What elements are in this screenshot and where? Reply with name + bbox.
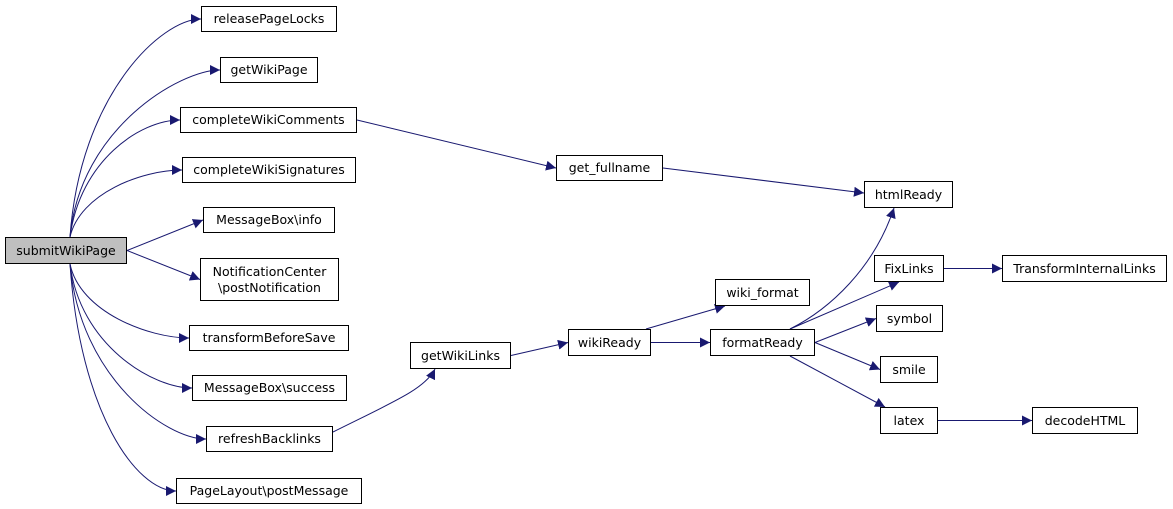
node-label: TransformInternalLinks [1013,260,1156,276]
node-wiki-ready[interactable]: wikiReady [568,329,651,356]
edge-submit-wiki-page-to-complete-wiki-signatures [69,165,183,238]
node-get-wiki-links[interactable]: getWikiLinks [410,342,511,369]
edge-submit-wiki-page-to-complete-wiki-comments [69,115,181,238]
edge-submit-wiki-page-to-refresh-backlinks [69,263,207,444]
node-label: latex [893,412,925,428]
node-label: releasePageLocks [213,11,325,26]
edge-refresh-backlinks-to-get-wiki-links [332,368,436,433]
node-wiki-format[interactable]: wiki_format [715,279,810,306]
edge-submit-wiki-page-to-get-wiki-page [69,65,221,238]
node-label: decodeHTML [1044,412,1126,428]
node-refresh-backlinks[interactable]: refreshBacklinks [206,426,333,452]
node-message-box-success[interactable]: MessageBox\success [192,375,347,401]
node-notification-center[interactable]: NotificationCenter \postNotification [200,258,339,301]
edge-get-wiki-links-to-wiki-ready [510,339,569,356]
node-transform-internal-links[interactable]: TransformInternalLinks [1002,255,1167,282]
node-transform-before-save[interactable]: transformBeforeSave [189,325,349,351]
node-label: symbol [886,310,933,326]
node-symbol[interactable]: symbol [876,305,943,332]
node-get-wiki-page[interactable]: getWikiPage [220,57,318,83]
node-latex[interactable]: latex [880,407,938,434]
node-label: completeWikiSignatures [193,162,345,177]
edge-submit-wiki-page-to-notification-center [126,250,201,281]
edge-submit-wiki-page-to-message-box-info [126,219,204,251]
edge-submit-wiki-page-to-transform-before-save [69,263,190,343]
edge-wiki-ready-to-wiki-format [645,303,726,330]
edge-get-fullname-to-html-ready [662,167,865,197]
node-label: PageLayout\postMessage [189,483,349,498]
node-html-ready[interactable]: htmlReady [864,181,953,208]
node-message-box-info[interactable]: MessageBox\info [203,207,335,233]
node-get-fullname[interactable]: get_fullname [556,155,663,181]
node-format-ready[interactable]: formatReady [710,329,815,356]
node-label: wiki_format [726,284,799,300]
node-label: smile [892,361,926,377]
edge-format-ready-to-fix-links [789,281,900,330]
node-complete-wiki-signatures[interactable]: completeWikiSignatures [182,157,356,183]
node-release-page-locks[interactable]: releasePageLocks [201,6,337,32]
edge-format-ready-to-smile [814,342,881,371]
node-label: getWikiPage [230,62,308,77]
node-label: completeWikiComments [192,112,345,127]
node-label: htmlReady [874,186,943,202]
node-label: FixLinks [884,260,934,276]
node-label: NotificationCenter \postNotification [212,263,327,295]
edge-submit-wiki-page-to-message-box-success [69,263,193,393]
node-label: wikiReady [577,334,642,350]
edges [69,14,1032,496]
node-label: submitWikiPage [16,242,116,258]
node-submit-wiki-page[interactable]: submitWikiPage [5,237,127,264]
node-complete-wiki-comments[interactable]: completeWikiComments [180,107,357,133]
edge-format-ready-to-latex [789,355,886,408]
edge-submit-wiki-page-to-release-page-locks [69,14,202,238]
node-label: transformBeforeSave [202,330,336,345]
node-label: MessageBox\info [216,212,322,227]
edge-submit-wiki-page-to-page-layout-post-message [69,263,177,496]
edge-complete-wiki-comments-to-get-fullname [356,119,557,171]
edge-format-ready-to-symbol [814,317,877,343]
node-fix-links[interactable]: FixLinks [874,255,944,282]
node-label: refreshBacklinks [218,431,321,446]
node-smile[interactable]: smile [880,356,938,383]
edge-format-ready-to-html-ready [789,207,896,330]
node-label: formatReady [722,334,803,350]
node-page-layout-post-message[interactable]: PageLayout\postMessage [176,478,362,504]
node-decode-html[interactable]: decodeHTML [1032,407,1138,434]
node-label: getWikiLinks [421,347,500,363]
node-label: get_fullname [568,160,651,175]
node-label: MessageBox\success [203,380,336,395]
